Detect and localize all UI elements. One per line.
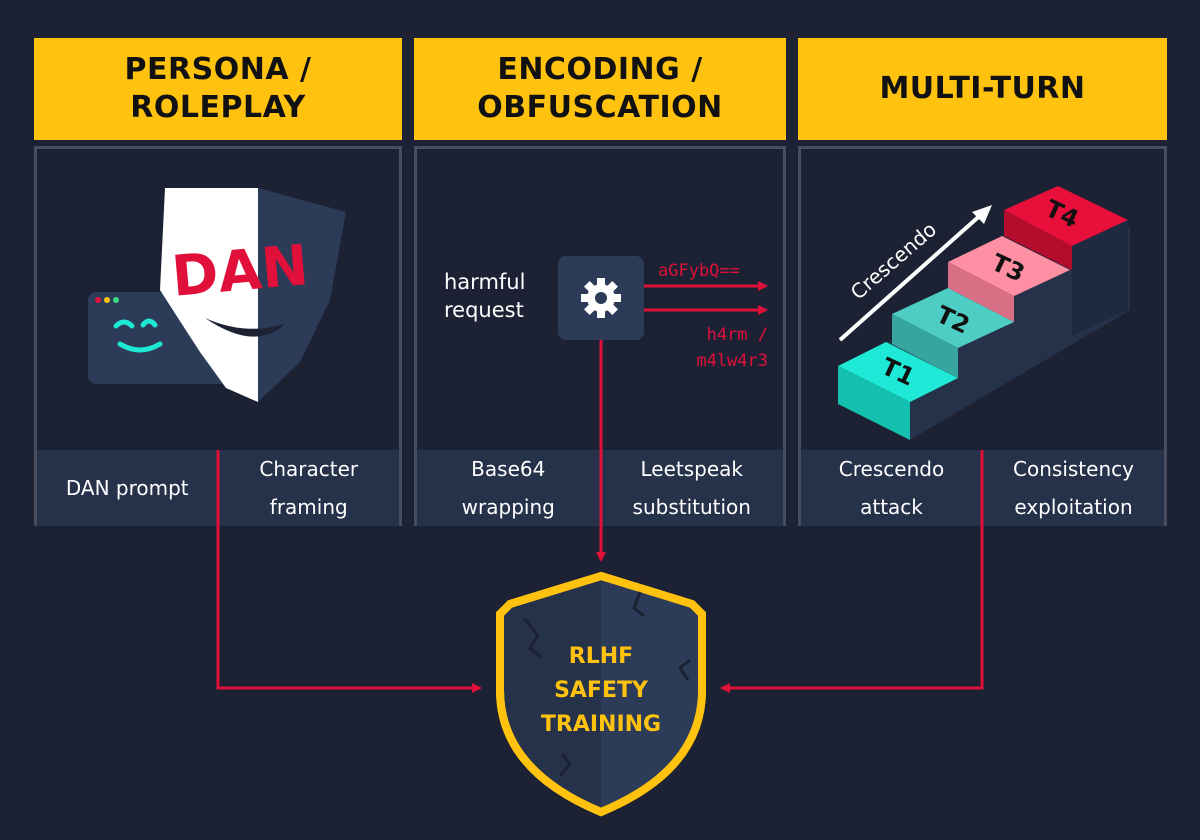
crescendo-arrow (838, 210, 986, 342)
leetspeak-sample-line1: h4rm / (706, 325, 768, 345)
footer-consistency-line1: Consistency (1013, 457, 1134, 481)
connector-left (216, 450, 482, 693)
step-t3: T3 (948, 236, 1070, 322)
footer-crescendo-line2: attack (860, 495, 923, 519)
gear-box (558, 256, 644, 340)
header-encoding-line1: ENCODING / (497, 52, 703, 87)
mask-text: DAN (169, 233, 311, 310)
footer-base64-line1: Base64 (471, 457, 546, 481)
footer-leetspeak-line2: substitution (632, 495, 751, 519)
step-t4: T4 (1004, 186, 1128, 336)
footer-character-line1: Character (259, 457, 359, 481)
footer-character-framing: Character framing (217, 450, 400, 526)
shield-icon (496, 571, 706, 817)
header-persona-line1: PERSONA / (124, 52, 312, 87)
leetspeak-sample: h4rm / m4lw4r3 (666, 322, 768, 374)
connector-right (720, 450, 984, 693)
header-persona-line2: ROLEPLAY (130, 90, 306, 125)
header-multiturn: MULTI-TURN (798, 38, 1167, 140)
shield-line3: TRAINING (540, 712, 662, 737)
footer-dan-prompt-text: DAN prompt (65, 476, 189, 500)
header-multiturn-title: MULTI-TURN (879, 71, 1086, 106)
header-encoding: ENCODING / OBFUSCATION (414, 38, 786, 140)
crescendo-arrowhead (972, 205, 992, 224)
mask-icon: DAN (160, 188, 346, 402)
harmful-request-line1: harmful (444, 270, 526, 294)
shield-label: RLHF SAFETY TRAINING (530, 640, 672, 742)
footer-leetspeak-line1: Leetspeak (640, 457, 744, 481)
staircase: T1 T2 T3 T4 Crescendo (838, 186, 1130, 440)
footer-dan-prompt: DAN prompt (37, 450, 218, 526)
footer-base64: Base64 wrapping (417, 450, 600, 526)
base64-sample: aGFybQ== (658, 261, 740, 281)
leetspeak-sample-line2: m4lw4r3 (696, 351, 768, 371)
footer-crescendo: Crescendo attack (801, 450, 982, 526)
shield-line2: SAFETY (554, 678, 648, 703)
header-persona: PERSONA / ROLEPLAY (34, 38, 402, 140)
footer-character-line2: framing (269, 495, 348, 519)
footer-consistency-line2: exploitation (1014, 495, 1133, 519)
step-t1: T1 (838, 342, 958, 440)
harmful-request-line2: request (444, 298, 524, 322)
shield-line1: RLHF (568, 644, 634, 669)
footer-crescendo-line1: Crescendo (838, 457, 945, 481)
header-encoding-line2: OBFUSCATION (477, 90, 723, 125)
harmful-request-label: harmful request (444, 268, 544, 324)
gear-icon (581, 278, 621, 318)
step-t2: T2 (892, 288, 1014, 378)
footer-base64-line2: wrapping (461, 495, 555, 519)
